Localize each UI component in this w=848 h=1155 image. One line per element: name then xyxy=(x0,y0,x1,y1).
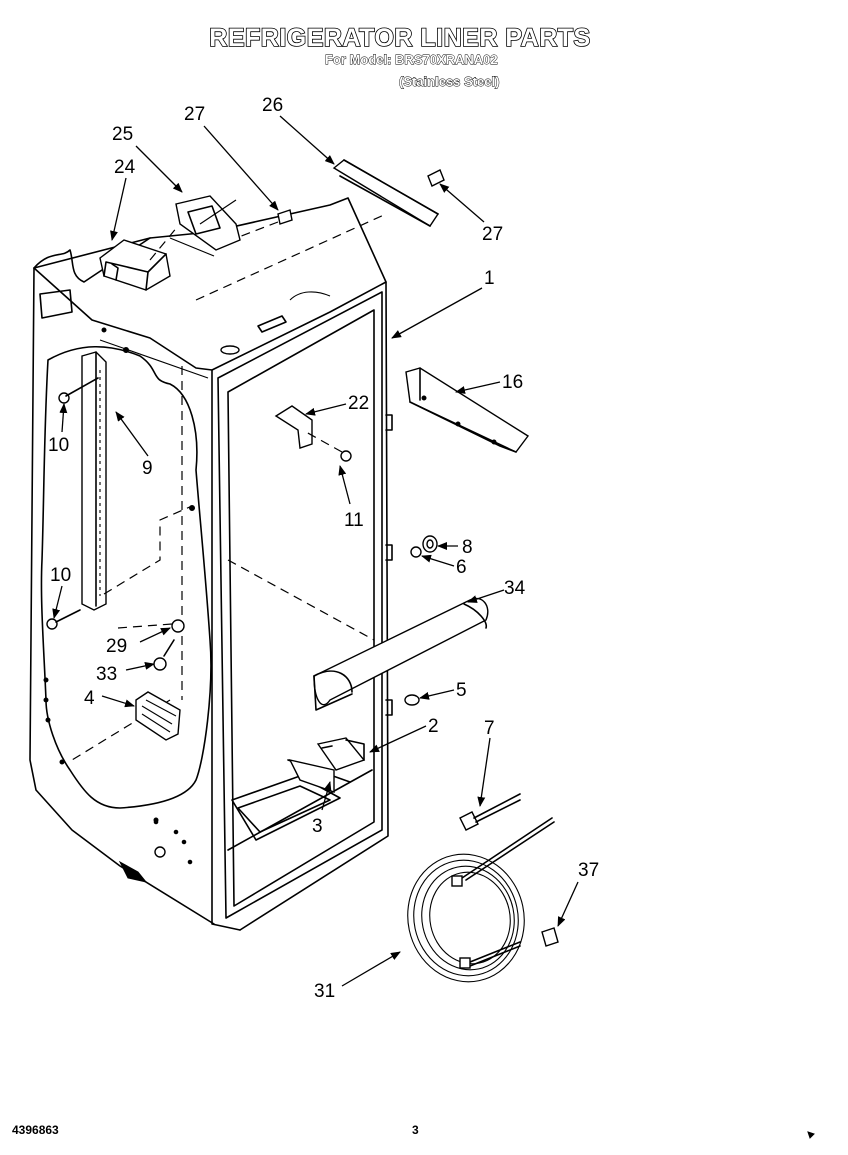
rail-part-9 xyxy=(81,351,107,611)
corner-mark xyxy=(807,1131,815,1139)
screw-part-37 xyxy=(541,927,559,947)
callout-34: 34 xyxy=(504,578,526,599)
document-number: 4396863 xyxy=(12,1123,59,1137)
callout-27-left: 27 xyxy=(184,104,205,125)
screw-part-10-upper xyxy=(58,377,99,404)
callout-11: 11 xyxy=(344,510,364,531)
screw-part-10-lower xyxy=(46,609,81,630)
clip-part-22 xyxy=(274,405,313,449)
callout-5: 5 xyxy=(456,680,467,701)
callout-33: 33 xyxy=(96,664,117,685)
callout-pointers xyxy=(52,115,579,987)
callout-labels: 25 24 27 26 27 1 16 22 11 9 10 10 8 6 34… xyxy=(48,95,599,1002)
callout-10-upper: 10 xyxy=(48,435,69,456)
top-rail-part-26 xyxy=(332,159,439,227)
bulb-part-33 xyxy=(153,639,175,671)
callout-24: 24 xyxy=(114,157,136,178)
callout-29: 29 xyxy=(106,636,127,657)
light-shield-part-25 xyxy=(175,195,241,251)
wire-harness-part-31 xyxy=(407,817,555,983)
model-line: For Model: BRS70XRANA02 xyxy=(325,52,499,68)
callout-16: 16 xyxy=(502,372,523,393)
grommet-part-8 xyxy=(422,535,438,553)
callout-2: 2 xyxy=(428,716,439,737)
callout-31: 31 xyxy=(314,981,335,1002)
screw-part-27-right xyxy=(427,169,445,187)
grommet-part-5 xyxy=(404,694,420,706)
callout-3: 3 xyxy=(312,816,323,837)
callout-37: 37 xyxy=(578,860,599,881)
page-title: REFRIGERATOR LINER PARTS xyxy=(208,23,591,53)
screw-part-11 xyxy=(305,431,352,462)
liner-body xyxy=(29,197,393,931)
cable-tie-part-7 xyxy=(459,793,521,831)
vent-part-4 xyxy=(135,691,181,741)
callout-26: 26 xyxy=(262,95,283,116)
callout-7: 7 xyxy=(484,718,495,739)
bracket-part-3 xyxy=(288,758,335,793)
callout-10-lower: 10 xyxy=(50,565,71,586)
screw-part-27-left xyxy=(235,209,293,239)
finish-line: (Stainless Steel) xyxy=(399,74,500,90)
page-number: 3 xyxy=(412,1123,419,1137)
bracket-part-2 xyxy=(316,737,366,771)
callout-8: 8 xyxy=(462,537,473,558)
callout-1: 1 xyxy=(484,268,495,289)
nut-part-6 xyxy=(410,546,422,558)
callout-25: 25 xyxy=(112,124,133,145)
callout-22: 22 xyxy=(348,393,369,414)
callout-6: 6 xyxy=(456,557,467,578)
bracket-part-16 xyxy=(405,367,530,453)
light-housing-part-24 xyxy=(99,239,171,291)
socket-part-29 xyxy=(117,619,185,633)
callout-9: 9 xyxy=(142,458,153,479)
callout-4: 4 xyxy=(84,688,95,709)
callout-27-right: 27 xyxy=(482,224,503,245)
